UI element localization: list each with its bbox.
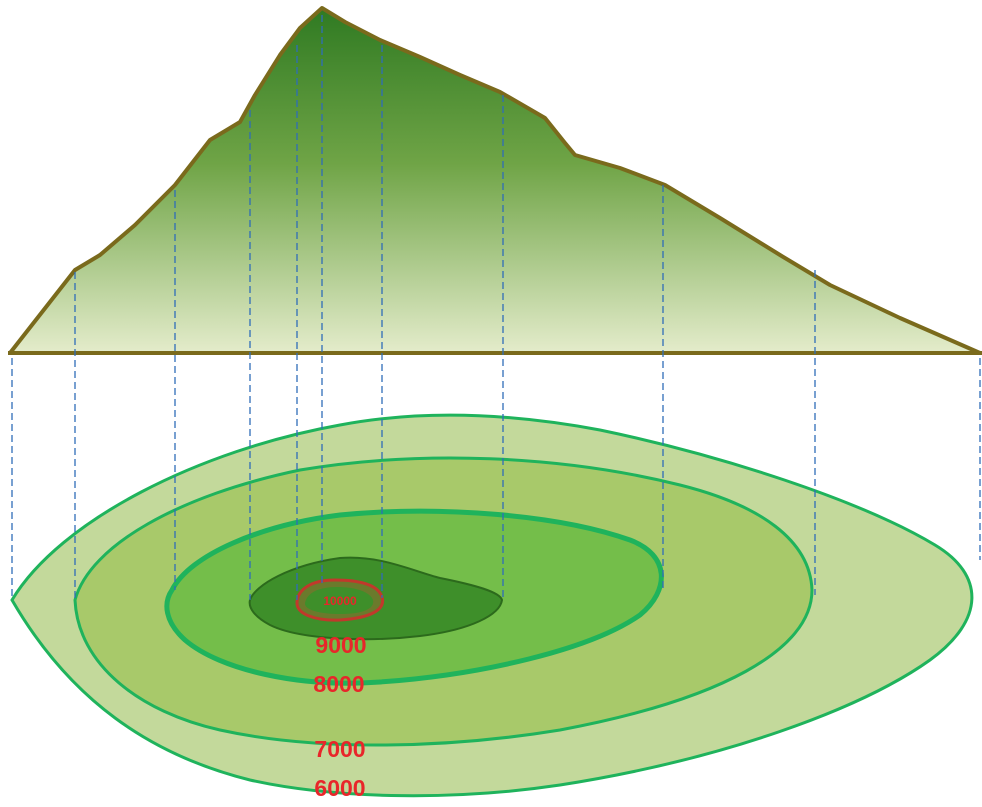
label-7000: 7000 — [314, 736, 365, 762]
contour-map — [10, 413, 974, 798]
label-6000: 6000 — [314, 775, 365, 801]
contour-labels: 10000 9000 8000 7000 6000 — [313, 594, 366, 801]
contour-10000-inner — [304, 587, 374, 614]
label-9000: 9000 — [315, 632, 366, 658]
mountain-profile — [8, 6, 982, 355]
projection-guides — [11, 15, 981, 600]
mountain-silhouette — [8, 6, 982, 355]
label-8000: 8000 — [313, 671, 364, 697]
label-10000: 10000 — [323, 594, 357, 608]
